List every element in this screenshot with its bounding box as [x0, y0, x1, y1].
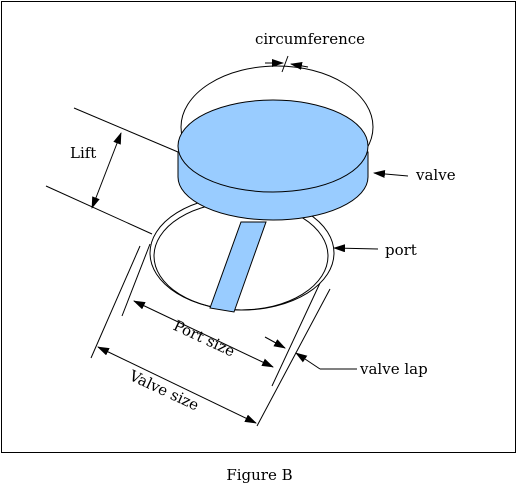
port-size-extension-left — [121, 243, 151, 317]
lift-dimension-arrow — [91, 132, 122, 209]
valve-size-extension-left — [90, 245, 141, 359]
valve-size-extension-right — [256, 288, 331, 427]
valve-lap-arrow-left — [264, 336, 286, 349]
port-size-extension-right — [271, 282, 321, 387]
port-pointer-arrow — [333, 244, 379, 253]
valve-lap-arrow-right — [295, 352, 321, 370]
port-label: port — [385, 241, 417, 259]
valve-pointer-arrow — [373, 169, 409, 178]
circumference-arrow-right — [290, 61, 309, 70]
circumference-tick — [281, 55, 289, 73]
port-size-label: Port size — [171, 316, 238, 360]
valve-lap-label: valve lap — [359, 360, 428, 378]
lift-extension-lower — [45, 185, 153, 235]
valve-stem — [209, 221, 267, 313]
circumference-label: circumference — [255, 30, 365, 48]
lift-extension-upper — [73, 107, 179, 153]
figure-frame — [1, 1, 516, 453]
valve-size-dimension-arrow — [97, 346, 257, 424]
valve-size-label: Valve size — [126, 366, 202, 414]
valve-label: valve — [415, 166, 456, 184]
lift-label: Lift — [70, 144, 96, 162]
figure-caption: Figure B — [226, 466, 293, 484]
valve-head-top — [177, 99, 369, 193]
